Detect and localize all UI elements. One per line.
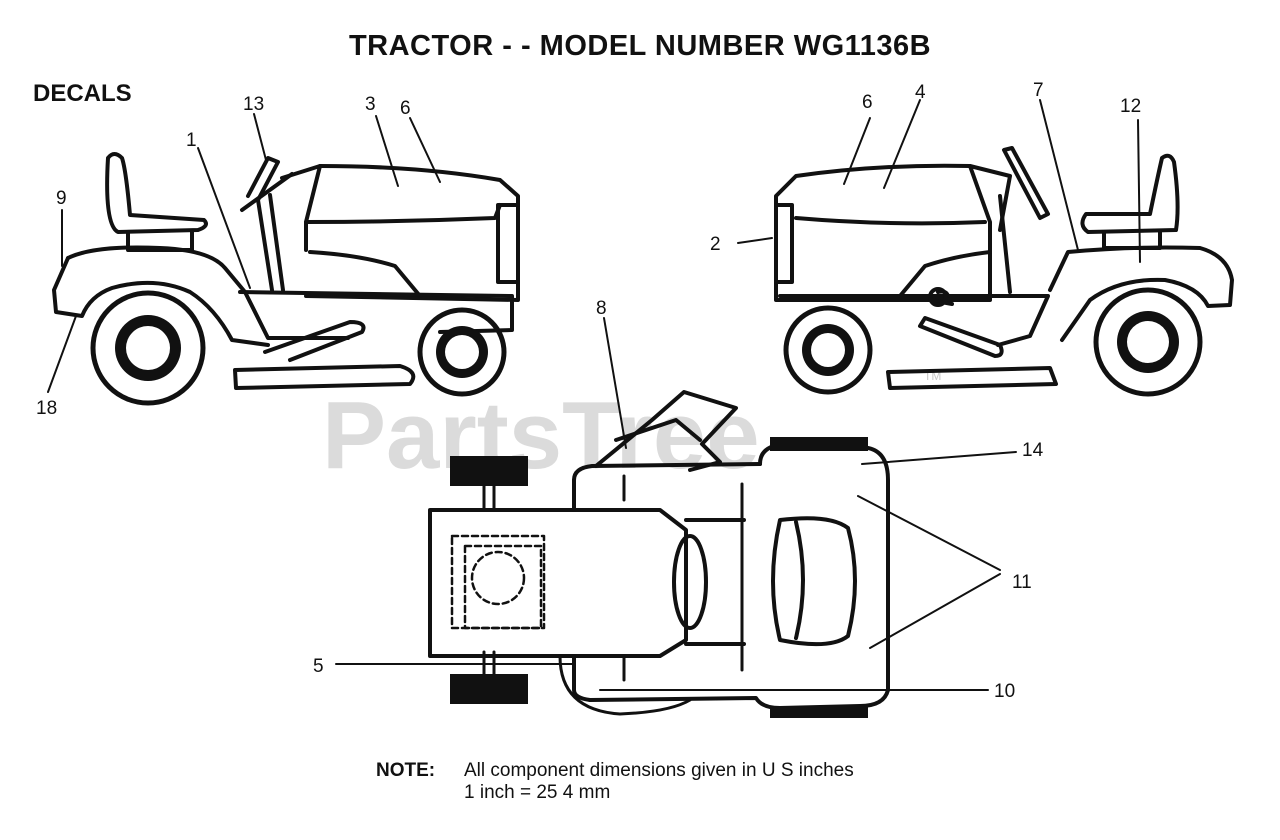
callout-8: 8: [596, 298, 607, 319]
callout-13: 13: [243, 94, 264, 115]
callout-11: 11: [1012, 572, 1032, 593]
tractor-top-view: [428, 390, 890, 718]
callout-1: 1: [186, 130, 197, 151]
callout-7: 7: [1033, 80, 1044, 101]
callout-18: 18: [36, 398, 57, 419]
callout-12: 12: [1120, 96, 1141, 117]
note-line-1: All component dimensions given in U S in…: [464, 760, 854, 781]
callout-4: 4: [915, 82, 926, 103]
leader-lines: [47, 99, 1141, 691]
note-line-2: 1 inch = 25 4 mm: [464, 782, 611, 803]
tractor-right-view: [774, 146, 1234, 397]
page-title: TRACTOR - - MODEL NUMBER WG1136B: [348, 30, 932, 62]
dimensions-note: NOTE: All component dimensions given in U…: [376, 760, 854, 804]
callout-9: 9: [56, 188, 67, 209]
tractor-left-view: [52, 152, 520, 406]
callout-5: 5: [313, 656, 324, 677]
callout-6-right: 6: [862, 92, 873, 113]
note-label: NOTE:: [376, 760, 436, 781]
callout-3: 3: [365, 94, 376, 115]
section-label: DECALS: [33, 80, 132, 107]
callout-14: 14: [1022, 440, 1044, 461]
callout-6-left: 6: [400, 98, 411, 119]
callout-numbers: 1 2 3 4 5 6 6 7 8 9 10 11 12 13 14 18: [36, 80, 1141, 702]
watermark-text: PartsTree: [322, 382, 760, 489]
callout-2: 2: [710, 234, 721, 255]
callout-10: 10: [994, 681, 1015, 702]
